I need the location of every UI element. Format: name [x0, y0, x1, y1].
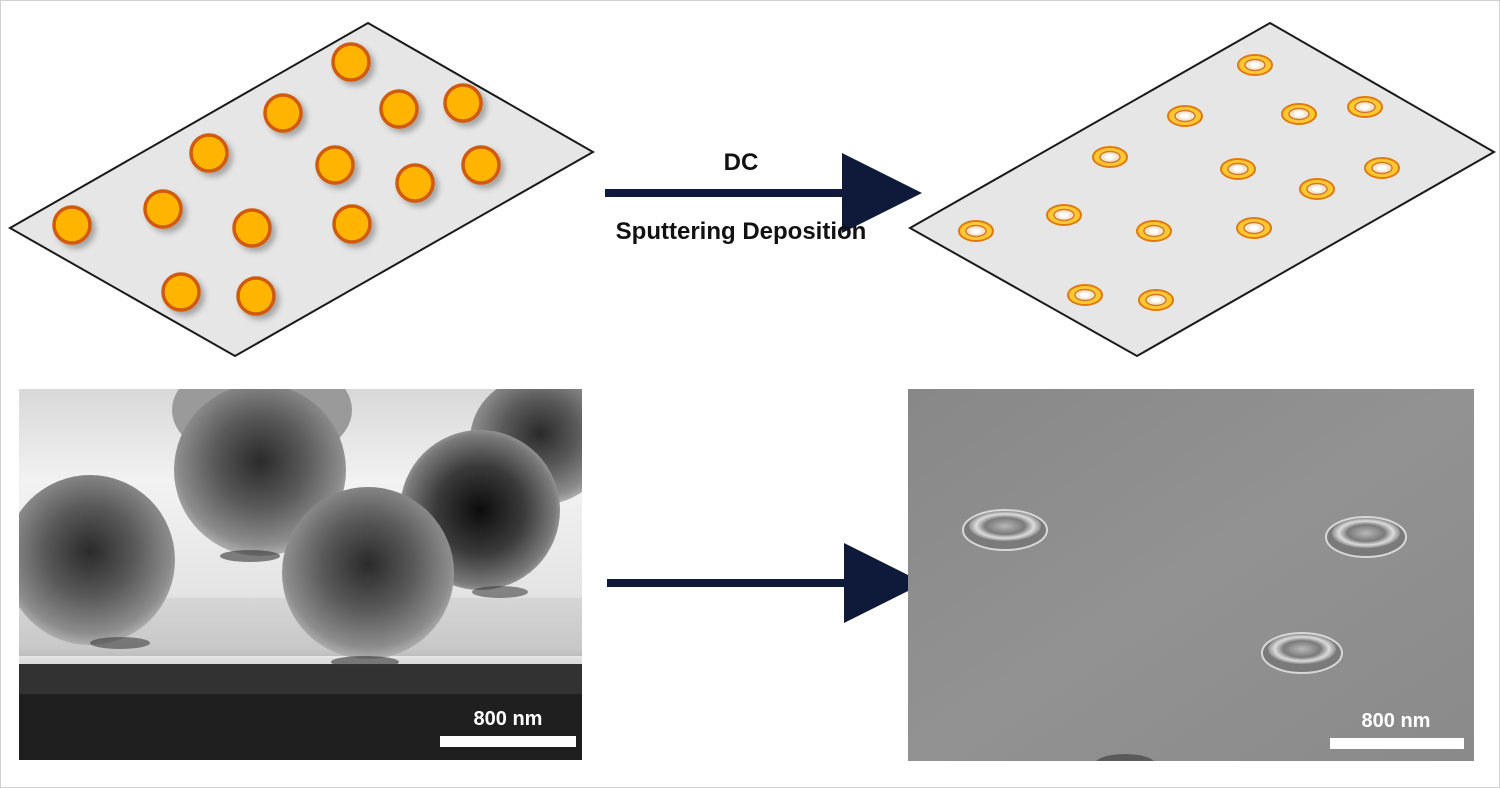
- particle: [189, 133, 229, 173]
- scale-bar-right: [1330, 738, 1464, 749]
- ring-deposit: [958, 220, 994, 242]
- scale-label-left: 800 nm: [474, 708, 543, 730]
- particle: [332, 204, 372, 244]
- particle: [379, 89, 419, 129]
- ring-deposits-after: [958, 54, 1400, 311]
- ring-deposit: [1136, 220, 1172, 242]
- particle: [443, 83, 483, 123]
- process-label-sputtering: Sputtering Deposition: [616, 218, 867, 245]
- scale-label-right: 800 nm: [1362, 710, 1431, 732]
- particle: [236, 276, 276, 316]
- ring-deposit: [1237, 54, 1273, 76]
- particle: [315, 145, 355, 185]
- ring-deposit: [1092, 146, 1128, 168]
- ring-deposit: [1220, 158, 1256, 180]
- particle: [52, 205, 92, 245]
- ring-deposit: [1046, 204, 1082, 226]
- particle: [395, 163, 435, 203]
- particle: [331, 42, 371, 82]
- ring-deposit: [1364, 157, 1400, 179]
- scale-bar-left: [440, 736, 576, 747]
- particle: [263, 93, 303, 133]
- particle: [232, 208, 272, 248]
- substrate-after: [907, 21, 1497, 358]
- sem-image-after: [908, 389, 1474, 761]
- particles-before: [52, 42, 501, 316]
- ring-deposit: [1281, 103, 1317, 125]
- sem-image-before: [19, 389, 582, 760]
- ring-deposit: [1236, 217, 1272, 239]
- particle: [143, 189, 183, 229]
- particle: [461, 145, 501, 185]
- ring-deposit: [1167, 105, 1203, 127]
- ring-deposit: [1067, 284, 1103, 306]
- ring-deposit: [1347, 96, 1383, 118]
- process-label-dc: DC: [724, 149, 759, 176]
- particle: [161, 272, 201, 312]
- ring-deposit: [1299, 178, 1335, 200]
- substrate-before: [7, 21, 596, 358]
- ring-deposit: [1138, 289, 1174, 311]
